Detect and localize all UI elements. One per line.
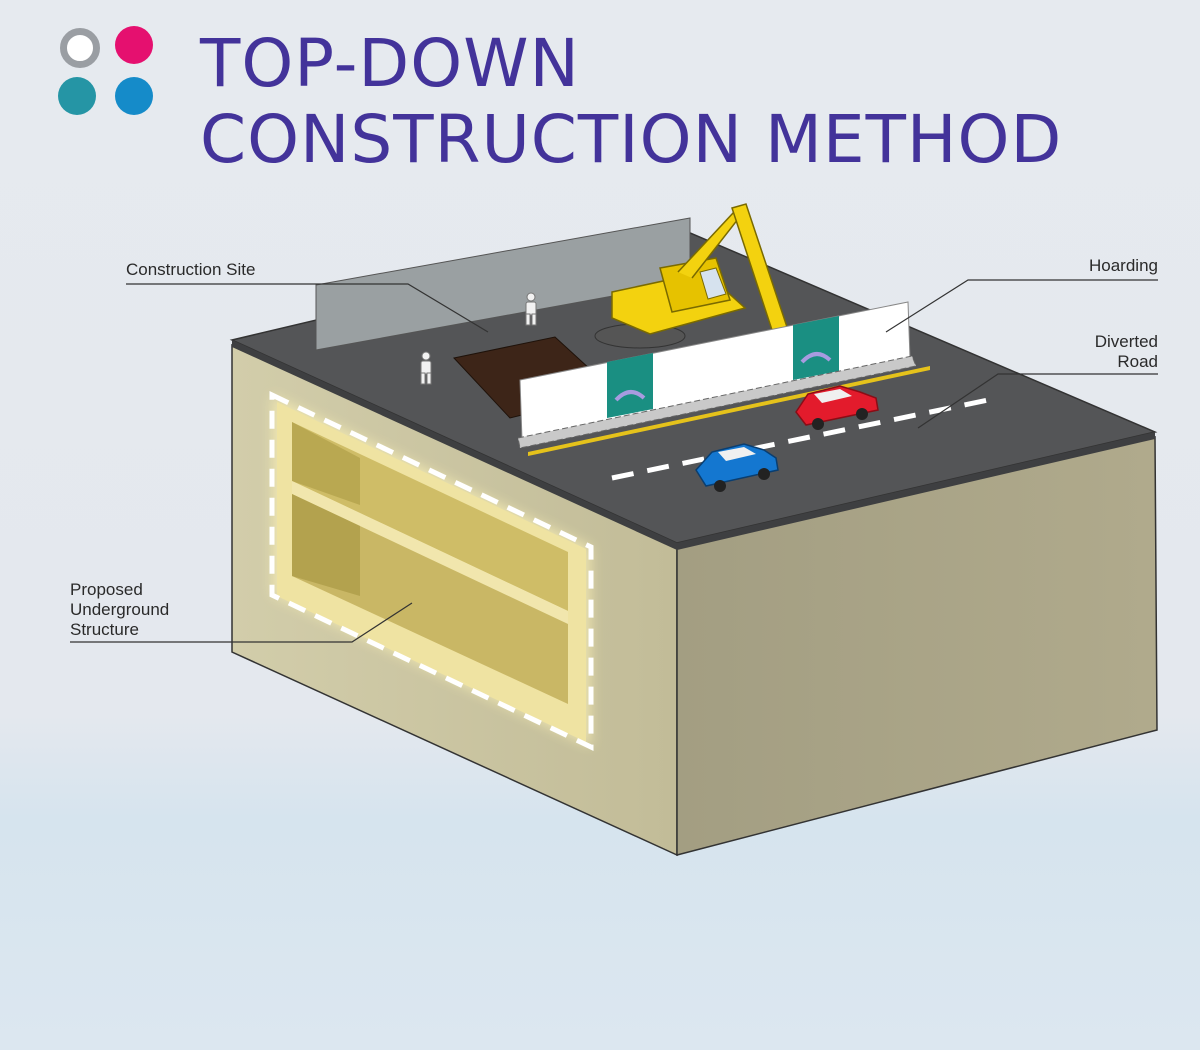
label-diverted-road: Diverted Road: [1094, 332, 1158, 371]
structure-slab: [292, 481, 568, 624]
structure-outline-dashed: [269, 391, 594, 751]
worker-figure: [420, 351, 432, 385]
ground-edge-side: [677, 432, 1155, 550]
jersey-barrier: [517, 355, 917, 449]
teal-dot-icon: [58, 77, 96, 115]
magenta-dot-icon: [115, 26, 153, 64]
title-line-2: CONSTRUCTION METHOD: [200, 101, 1063, 178]
hoarding-sign: [793, 316, 839, 380]
structure-upper-chamber: [292, 422, 568, 611]
ground-edge-front: [232, 340, 677, 550]
structure-upper-back: [292, 422, 360, 505]
logo: [58, 26, 158, 116]
underground-structure: [269, 391, 594, 751]
red-car: [795, 385, 879, 430]
structure-lower-back: [292, 494, 360, 596]
blue-dot-icon: [115, 77, 153, 115]
leader-diverted-road: [917, 373, 1158, 429]
worker-figure: [525, 292, 537, 326]
leader-hoarding: [885, 279, 1158, 333]
hoarding-sign: [607, 353, 653, 418]
label-hoarding: Hoarding: [1089, 256, 1158, 275]
leader-construction-site: [126, 283, 489, 333]
callout-leaders: [70, 279, 1158, 643]
label-proposed-underground-structure: Proposed Underground Structure: [70, 580, 170, 639]
leader-underground-structure: [70, 602, 413, 643]
excavator: [594, 203, 790, 349]
excavator-window: [699, 267, 727, 300]
title-line-1: TOP-DOWN: [200, 25, 580, 102]
road-markings: [611, 395, 999, 481]
sign-swirl-icon: [800, 352, 832, 364]
structure-lower-chamber: [292, 494, 568, 704]
label-construction-site: Construction Site: [126, 260, 256, 279]
blue-car: [695, 443, 779, 492]
page-title: TOP-DOWN CONSTRUCTION METHOD: [200, 26, 1062, 178]
sign-swirl-icon: [614, 390, 646, 402]
grey-ring-dot-icon: [60, 28, 100, 68]
